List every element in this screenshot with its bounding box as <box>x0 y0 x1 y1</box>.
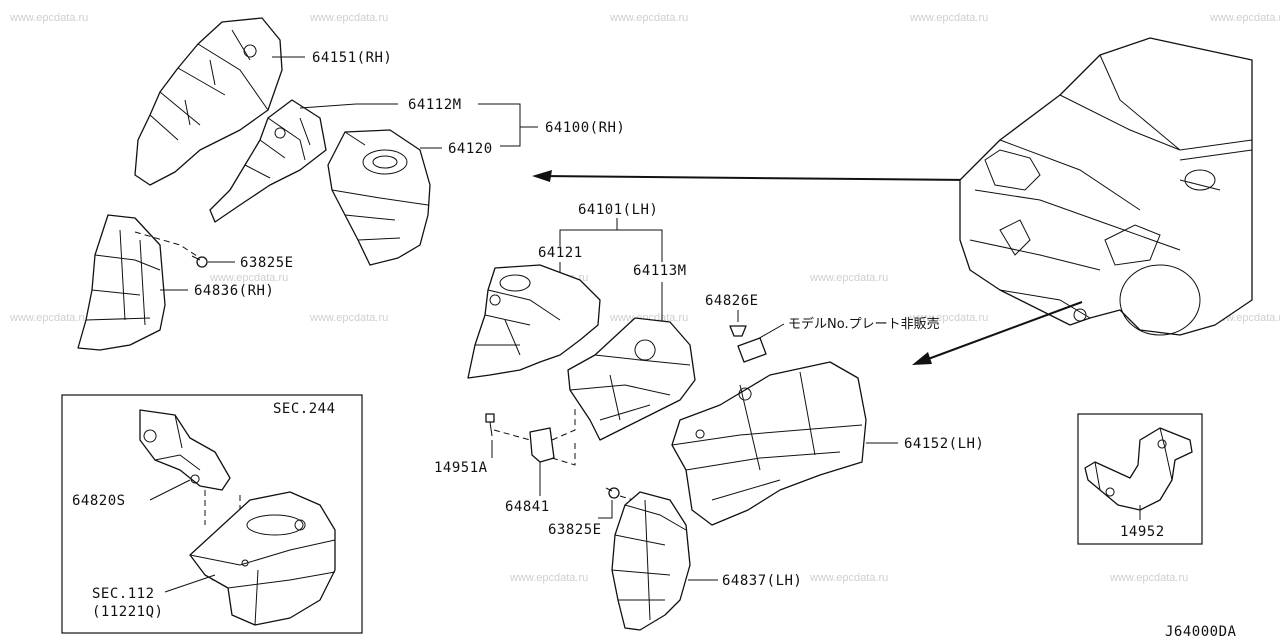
inset-box-sec244 <box>61 394 363 634</box>
watermark: www.epcdata.ru <box>809 272 888 284</box>
label-64100: 64100(RH) <box>545 120 625 136</box>
leader-64112m <box>299 103 398 109</box>
arrow-lh <box>919 301 1083 363</box>
label-64120: 64120 <box>448 141 493 157</box>
label-64837: 64837(LH) <box>722 573 802 589</box>
arrowhead-rh <box>532 170 552 182</box>
inset-box-14952 <box>1077 413 1203 545</box>
label-63825e-top: 63825E <box>240 255 294 271</box>
bracket-64841 <box>529 427 555 463</box>
watermark: www.epcdata.ru <box>609 12 688 24</box>
label-sec112: SEC.112 <box>92 586 155 602</box>
label-64101: 64101(LH) <box>578 202 658 218</box>
watermark: www.epcdata.ru <box>309 12 388 24</box>
watermark: www.epcdata.ru <box>9 312 88 324</box>
watermark: www.epcdata.ru <box>609 312 688 324</box>
bolt-63825e-top <box>191 255 208 268</box>
part-64113m <box>567 317 696 441</box>
part-64120 <box>327 129 431 266</box>
arrow-rh <box>539 175 971 181</box>
dashed-inset <box>204 490 241 530</box>
label-64836: 64836(RH) <box>194 283 274 299</box>
dashed-63825e-top <box>134 231 201 259</box>
label-11221q: (11221Q) <box>92 604 163 620</box>
label-14952: 14952 <box>1120 524 1165 540</box>
label-64121: 64121 <box>538 245 583 261</box>
leader-63825e-bottom <box>598 500 613 519</box>
dashed-64841 <box>551 405 576 466</box>
watermark: www.epcdata.ru <box>1209 12 1280 24</box>
label-model-plate: モデルNo.プレート非販売 <box>788 316 940 332</box>
part-64151-rh <box>134 17 283 186</box>
part-64837-lh <box>611 491 691 631</box>
part-64836-rh <box>77 214 166 351</box>
label-64151: 64151(RH) <box>312 50 392 66</box>
watermark: www.epcdata.ru <box>9 12 88 24</box>
model-plate <box>737 337 767 363</box>
watermark: www.epcdata.ru <box>909 12 988 24</box>
part-14952 <box>1084 427 1193 511</box>
bracket-64101 <box>559 229 663 262</box>
watermark: www.epcdata.ru <box>209 272 288 284</box>
dashed-14951a <box>493 429 531 441</box>
arrowhead-lh <box>912 352 932 365</box>
watermark: www.epcdata.ru <box>309 312 388 324</box>
watermark: www.epcdata.ru <box>509 572 588 584</box>
label-64826e: 64826E <box>705 293 759 309</box>
leader-model-plate <box>755 323 785 341</box>
label-14951a: 14951A <box>434 460 488 476</box>
vehicle-outline <box>959 37 1253 336</box>
label-64112m: 64112M <box>408 97 462 113</box>
label-64152: 64152(LH) <box>904 436 984 452</box>
bolt-14951a <box>485 413 495 437</box>
part-64121 <box>467 264 601 379</box>
label-sec244: SEC.244 <box>273 401 336 417</box>
bolt-63825e-bottom <box>605 487 620 499</box>
label-64113m: 64113M <box>633 263 687 279</box>
leader-sec112 <box>164 574 216 593</box>
watermark: www.epcdata.ru <box>909 312 988 324</box>
leader-64820s <box>149 479 191 501</box>
part-64112m <box>209 99 327 223</box>
watermark: www.epcdata.ru <box>809 572 888 584</box>
label-64841: 64841 <box>505 499 550 515</box>
part-sec112-mount <box>189 491 336 626</box>
part-64820s <box>139 409 231 491</box>
label-64820s: 64820S <box>72 493 126 509</box>
watermark: www.epcdata.ru <box>1109 572 1188 584</box>
part-64152-lh <box>671 361 867 526</box>
label-63825e-bottom: 63825E <box>548 522 602 538</box>
diagram-code: J64000DA <box>1165 624 1237 640</box>
clip-64826e <box>729 325 747 337</box>
bracket-64100 <box>478 103 521 147</box>
